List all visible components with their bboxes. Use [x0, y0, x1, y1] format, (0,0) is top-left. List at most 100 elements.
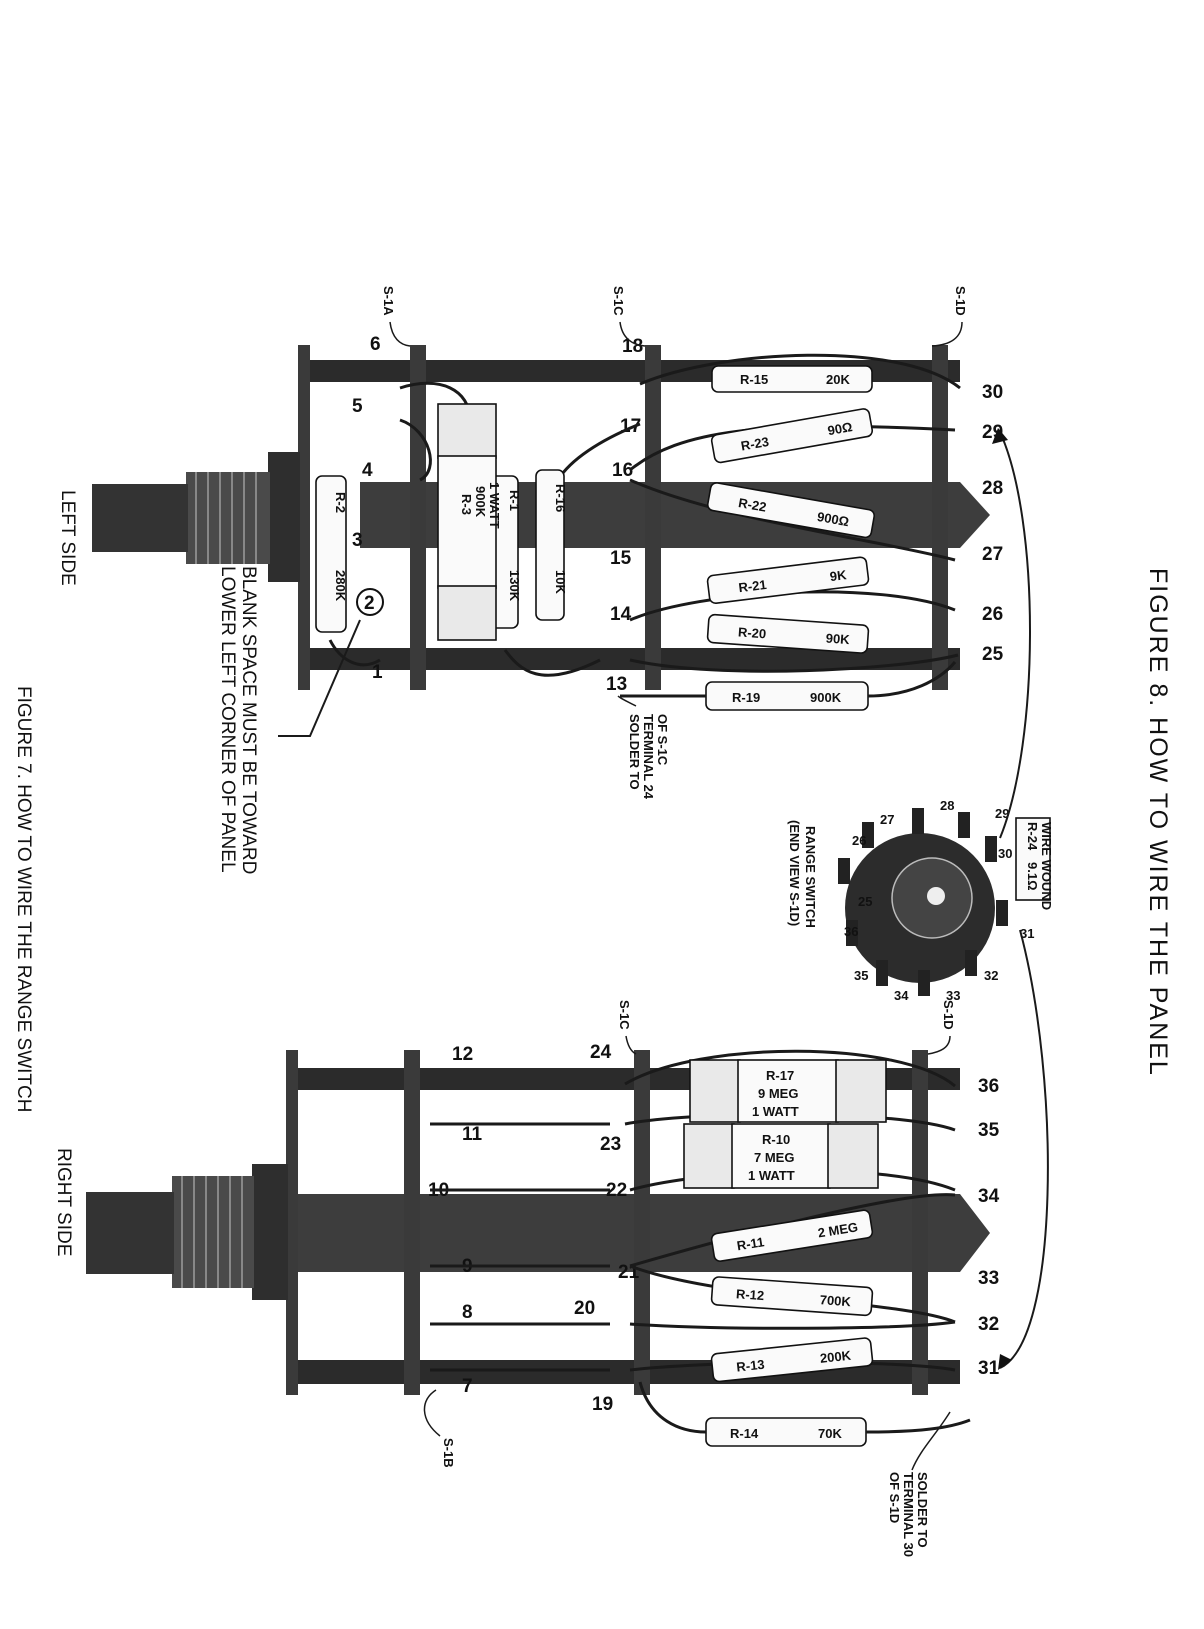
- deck-s1b: [404, 1050, 420, 1395]
- terminal-8: 8: [462, 1302, 473, 1323]
- range-switch-end-view: R-24 9.1Ω WIRE WOUND 26 25 27 28 29 30 3…: [787, 798, 1054, 1003]
- terminal-12: 12: [452, 1044, 473, 1065]
- terminal-32: 32: [978, 1314, 999, 1335]
- svg-text:33: 33: [946, 988, 960, 1003]
- left-shaft: [92, 484, 188, 552]
- label-s1c-right: S-1C: [617, 1000, 632, 1030]
- svg-text:R-23: R-23: [740, 434, 770, 454]
- svg-text:7 MEG: 7 MEG: [754, 1150, 794, 1165]
- svg-text:R-22: R-22: [737, 495, 767, 515]
- resistor-r23: R-23 90Ω: [710, 408, 874, 464]
- left-notes: SOLDER TO TERMINAL 24 OF S-1C BLANK SPAC…: [57, 490, 670, 874]
- svg-text:R-21: R-21: [738, 577, 768, 595]
- right-side-label: RIGHT SIDE: [53, 1148, 74, 1256]
- svg-text:27: 27: [880, 812, 894, 827]
- range-switch-label: RANGE SWITCH: [803, 826, 818, 928]
- svg-text:35: 35: [854, 968, 868, 983]
- terminal-33: 33: [978, 1268, 999, 1289]
- svg-text:900Ω: 900Ω: [816, 509, 850, 529]
- resistor-r15: R-15 20K: [711, 365, 873, 393]
- circled-terminal-2: 2: [356, 588, 384, 616]
- svg-text:20K: 20K: [826, 372, 850, 387]
- resistor-r21: R-21 9K: [706, 556, 870, 605]
- terminal-35: 35: [978, 1120, 1000, 1141]
- connection-arrows: [992, 428, 1049, 1370]
- svg-text:2: 2: [364, 593, 375, 614]
- left-threaded-bushing: [186, 472, 270, 564]
- svg-text:R-1: R-1: [507, 490, 522, 511]
- svg-text:26: 26: [852, 833, 866, 848]
- svg-text:90Ω: 90Ω: [826, 419, 853, 438]
- terminal-27: 27: [982, 544, 1003, 565]
- resistor-r13: R-13 200K: [710, 1337, 874, 1383]
- resistor-r3: R-3 900K 1 WATT: [437, 403, 502, 641]
- svg-text:25: 25: [858, 894, 872, 909]
- svg-text:36: 36: [844, 924, 858, 939]
- right-mount-nut: [252, 1164, 288, 1300]
- terminal-11: 11: [462, 1124, 483, 1145]
- end-view-terminal-labels: 26 25 27 28 29 30 31 32 33 34 35 36: [844, 798, 1034, 1003]
- end-view-label: (END VIEW S-1D): [787, 820, 802, 926]
- svg-text:R-13: R-13: [736, 1357, 766, 1375]
- svg-text:30: 30: [998, 846, 1012, 861]
- terminal-20: 20: [574, 1298, 595, 1319]
- solder-note-left-2: TERMINAL 24: [641, 714, 656, 800]
- left-deck-labels: S-1A S-1C S-1D: [381, 286, 968, 347]
- svg-text:200K: 200K: [819, 1348, 852, 1366]
- resistor-r12: R-12 700K: [710, 1276, 874, 1317]
- svg-text:1 WATT: 1 WATT: [487, 482, 502, 529]
- svg-text:9.1Ω: 9.1Ω: [1025, 862, 1040, 891]
- svg-text:9K: 9K: [829, 567, 848, 584]
- label-s1d-right: S-1D: [941, 1000, 956, 1030]
- switch-center: [927, 887, 945, 905]
- label-s1d-left: S-1D: [953, 286, 968, 316]
- left-side-label: LEFT SIDE: [57, 490, 78, 586]
- deck-s1d-left: [932, 345, 948, 690]
- terminal-28: 28: [982, 478, 1003, 499]
- svg-text:10K: 10K: [553, 570, 568, 594]
- svg-text:28: 28: [940, 798, 954, 813]
- svg-text:R-17: R-17: [766, 1068, 794, 1083]
- figure-8-title: FIGURE 8. HOW TO WIRE THE PANEL: [1144, 568, 1172, 1077]
- left-wires: [328, 353, 961, 677]
- terminal-5: 5: [352, 396, 363, 417]
- svg-text:32: 32: [984, 968, 998, 983]
- blank-note-1: BLANK SPACE MUST BE TOWARD: [238, 566, 259, 874]
- right-threaded-bushing: [172, 1176, 254, 1288]
- left-rotor-tip: [960, 482, 990, 548]
- terminal-23: 23: [600, 1134, 621, 1155]
- deck-s1a: [410, 345, 426, 690]
- svg-text:29: 29: [995, 806, 1009, 821]
- svg-text:9 MEG: 9 MEG: [758, 1086, 798, 1101]
- svg-text:R-10: R-10: [762, 1132, 790, 1147]
- resistor-r11: R-11 2 MEG: [710, 1209, 874, 1262]
- svg-text:900K: 900K: [810, 690, 842, 705]
- terminal-1: 1: [372, 662, 383, 683]
- svg-text:R-2: R-2: [333, 492, 348, 513]
- svg-text:WIRE WOUND: WIRE WOUND: [1039, 822, 1054, 910]
- terminal-15: 15: [610, 548, 632, 569]
- blank-note-2: LOWER LEFT CORNER OF PANEL: [217, 566, 238, 873]
- svg-text:900K: 900K: [473, 486, 488, 518]
- svg-text:90K: 90K: [825, 631, 850, 648]
- svg-text:R-19: R-19: [732, 690, 760, 705]
- right-mounting-plate: [286, 1050, 298, 1395]
- svg-text:700K: 700K: [819, 1292, 852, 1309]
- resistor-r24: R-24 9.1Ω WIRE WOUND: [1015, 817, 1054, 910]
- terminal-6: 6: [370, 334, 381, 355]
- right-rotor-tip: [960, 1194, 990, 1272]
- svg-text:R-14: R-14: [730, 1426, 759, 1441]
- terminal-22: 22: [606, 1180, 627, 1201]
- label-s1b: S-1B: [441, 1438, 456, 1468]
- resistor-r19: R-19 900K: [620, 661, 957, 711]
- terminal-30: 30: [982, 382, 1003, 403]
- left-mounting-plate: [298, 345, 310, 690]
- terminal-34: 34: [978, 1186, 1000, 1207]
- right-shaft: [86, 1192, 174, 1274]
- deck-s1d-right: [912, 1050, 928, 1395]
- solder-note-right-1: SOLDER TO: [915, 1472, 930, 1548]
- svg-text:31: 31: [1020, 926, 1034, 941]
- terminal-13: 13: [606, 674, 627, 695]
